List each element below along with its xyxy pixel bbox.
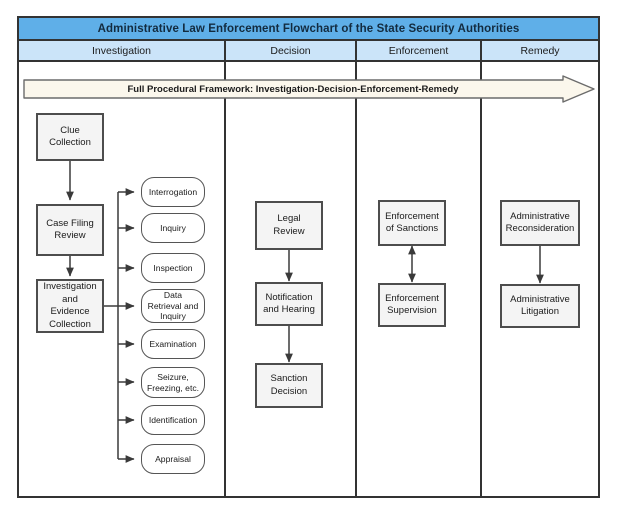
lane-divider-investigation-decision (224, 62, 226, 498)
method-box-inspection[interactable]: Inspection (141, 253, 205, 283)
process-box-investigation-evidence-collection[interactable]: Investigation and Evidence Collection (36, 279, 104, 333)
process-box-notification-and-hearing[interactable]: Notification and Hearing (255, 282, 323, 326)
process-box-case-filing-review[interactable]: Case Filing Review (36, 204, 104, 256)
phase-header-decision: Decision (226, 41, 357, 60)
process-box-sanction-decision[interactable]: Sanction Decision (255, 363, 323, 408)
procedural-framework-banner: Full Procedural Framework: Investigation… (23, 75, 595, 103)
phase-header-remedy: Remedy (482, 41, 598, 60)
process-box-administrative-reconsideration[interactable]: Administrative Reconsideration (500, 200, 580, 246)
process-box-legal-review[interactable]: Legal Review (255, 201, 323, 250)
lane-divider-enforcement-remedy (480, 62, 482, 498)
method-box-data-retrieval-and-inquiry[interactable]: Data Retrieval and Inquiry (141, 289, 205, 323)
method-box-interrogation[interactable]: Interrogation (141, 177, 205, 207)
method-box-examination[interactable]: Examination (141, 329, 205, 359)
diagram-title: Administrative Law Enforcement Flowchart… (17, 16, 600, 41)
process-box-administrative-litigation[interactable]: Administrative Litigation (500, 284, 580, 328)
method-box-inquiry[interactable]: Inquiry (141, 213, 205, 243)
method-box-seizure-freezing[interactable]: Seizure, Freezing, etc. (141, 367, 205, 398)
method-box-appraisal[interactable]: Appraisal (141, 444, 205, 474)
phase-header-investigation: Investigation (19, 41, 226, 60)
process-box-enforcement-of-sanctions[interactable]: Enforcement of Sanctions (378, 200, 446, 246)
method-box-identification[interactable]: Identification (141, 405, 205, 435)
phase-header-row: Investigation Decision Enforcement Remed… (17, 41, 600, 62)
process-box-enforcement-supervision[interactable]: Enforcement Supervision (378, 283, 446, 327)
lane-divider-decision-enforcement (355, 62, 357, 498)
phase-header-enforcement: Enforcement (357, 41, 482, 60)
process-box-clue-collection[interactable]: Clue Collection (36, 113, 104, 161)
